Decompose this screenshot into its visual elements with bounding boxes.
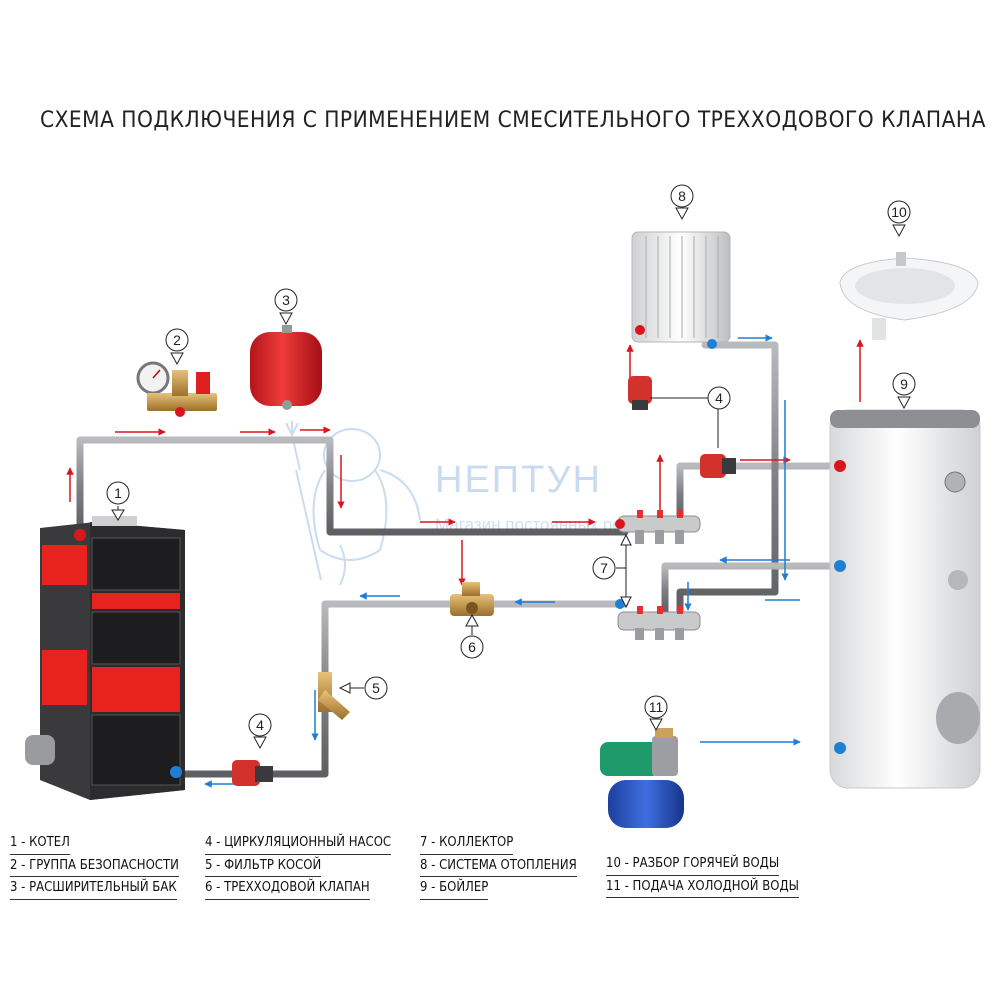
circulation-pump-heating: [628, 376, 736, 478]
svg-text:7: 7: [600, 560, 608, 576]
legend-item: 8 - СИСТЕМА ОТОПЛЕНИЯ: [420, 855, 577, 877]
legend-item: 9 - БОЙЛЕР: [420, 877, 489, 900]
svg-text:4: 4: [715, 390, 723, 406]
marker-6: 6: [460, 613, 484, 659]
marker-10: 10: [887, 200, 911, 238]
legend-column-1: 1 - КОТЕЛ 2 - ГРУППА БЕЗОПАСНОСТИ 3 - РА…: [10, 832, 179, 900]
three-way-valve: [450, 582, 494, 616]
svg-text:9: 9: [900, 376, 908, 392]
legend-item: 6 - ТРЕХХОДОВОЙ КЛАПАН: [205, 877, 370, 900]
legend-item: 3 - РАСШИРИТЕЛЬНЫЙ БАК: [10, 877, 177, 900]
marker-7: 7: [592, 533, 632, 609]
collector-upper: [615, 510, 701, 544]
legend-item: 10 - РАЗБОР ГОРЯЧЕЙ ВОДЫ: [606, 853, 780, 876]
legend-item: 7 - КОЛЛЕКТОР: [420, 832, 514, 855]
radiator: [631, 231, 731, 349]
marker-9: 9: [892, 372, 916, 410]
svg-text:5: 5: [372, 680, 380, 696]
solid-fuel-boiler: [25, 516, 185, 800]
marker-1: 1: [106, 481, 130, 521]
safety-group: [136, 361, 217, 417]
legend-column-4: 10 - РАЗБОР ГОРЯЧЕЙ ВОДЫ 11 - ПОДАЧА ХОЛ…: [606, 853, 799, 898]
callout-markers: 1 2 3 4 4 5: [106, 184, 916, 750]
legend-column-2: 4 - ЦИРКУЛЯЦИОННЫЙ НАСОС 5 - ФИЛЬТР КОСО…: [205, 832, 392, 900]
collector-lower: [615, 599, 701, 640]
svg-text:4: 4: [256, 717, 264, 733]
svg-text:2: 2: [173, 332, 181, 348]
pump-station: [600, 728, 684, 828]
flow-arrows: [66, 334, 864, 788]
sink: [839, 252, 979, 340]
legend-item: 5 - ФИЛЬТР КОСОЙ: [205, 855, 322, 877]
marker-3: 3: [274, 288, 298, 326]
circulation-pump-return: [232, 760, 273, 786]
water-heater-tank: [829, 409, 981, 789]
svg-text:6: 6: [468, 639, 476, 655]
svg-text:11: 11: [649, 699, 664, 715]
marker-4-return: 4: [248, 713, 272, 750]
legend-item: 2 - ГРУППА БЕЗОПАСНОСТИ: [10, 855, 179, 877]
diagram-title: СХЕМА ПОДКЛЮЧЕНИЯ С ПРИМЕНЕНИЕМ СМЕСИТЕЛ…: [40, 108, 986, 133]
legend-item: 4 - ЦИРКУЛЯЦИОННЫЙ НАСОС: [205, 832, 392, 855]
svg-text:3: 3: [282, 292, 290, 308]
legend-item: 11 - ПОДАЧА ХОЛОДНОЙ ВОДЫ: [606, 876, 799, 898]
legend-column-3: 7 - КОЛЛЕКТОР 8 - СИСТЕМА ОТОПЛЕНИЯ 9 - …: [420, 832, 577, 900]
svg-text:1: 1: [114, 485, 122, 501]
watermark-name: НЕПТУН: [435, 459, 602, 501]
y-filter: [318, 672, 350, 720]
legend-item: 1 - КОТЕЛ: [10, 832, 70, 855]
marker-4-heating: 4: [650, 386, 731, 448]
expansion-tank: [250, 325, 322, 410]
neptune-logo-icon: [285, 421, 421, 586]
svg-text:10: 10: [891, 204, 907, 220]
marker-5: 5: [338, 676, 388, 700]
marker-2: 2: [165, 328, 189, 366]
marker-11: 11: [644, 695, 668, 732]
watermark: НЕПТУН Магазин постоянных решений: [285, 421, 673, 586]
marker-8: 8: [670, 184, 694, 221]
svg-text:8: 8: [678, 188, 686, 204]
